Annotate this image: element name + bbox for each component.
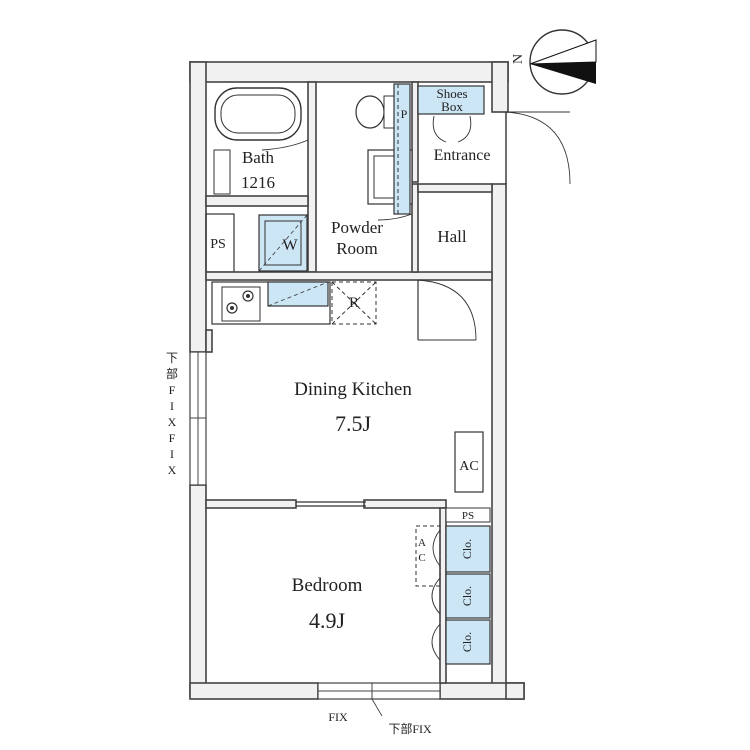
shoes-box: Shoes Box [417,85,485,115]
bottom-window [317,682,441,700]
left-window-label-char: 部 [166,366,178,381]
left-window-label-char: F [169,383,176,397]
ac-small-label-1: A [418,537,426,549]
left-window-label-char: 下 [166,351,178,365]
left-window-label-char: I [170,447,174,461]
stove-icon [221,286,261,322]
ac-small: A C [415,525,441,587]
powder-room-label-2: Room [336,239,378,258]
ps-top-label: PS [210,237,226,252]
powder-shelf [393,83,411,215]
bedroom-size: 4.9J [309,608,346,633]
refrigerator-label: R [349,295,359,311]
compass-north-label: N [511,54,526,64]
shoes-box-doors [432,115,472,143]
left-window [189,351,207,486]
hall-door[interactable] [417,279,477,341]
ac-small-label-2: C [418,552,425,564]
closet-2[interactable]: Clo. [431,573,491,619]
ps-small-label: PS [462,510,474,522]
closet-label: Clo. [460,539,474,559]
closet-label: Clo. [460,632,474,652]
left-window-label-char: I [170,399,174,413]
dining-kitchen-size: 7.5J [335,411,372,436]
powder-door [377,213,413,221]
dining-kitchen-label: Dining Kitchen [294,379,412,400]
closet-3[interactable]: Clo. [431,619,491,665]
bottom-fix-leader [371,698,383,717]
bath-size: 1216 [241,173,275,192]
bath-sink-counter [213,149,231,195]
washer-label: W [282,237,298,254]
bottom-fix-label: FIX [328,710,348,724]
entrance-door[interactable] [505,111,571,185]
closet-label: Clo. [460,586,474,606]
ac-label: AC [459,459,478,474]
closet-1[interactable]: Clo. [432,525,491,573]
bedroom-label: Bedroom [292,575,363,596]
left-window-label-char: F [169,431,176,445]
bottom-lower-fix-label: 下部FIX [388,721,432,736]
left-window-label-char: X [168,415,177,429]
shoes-box-label-1: Shoes [436,86,467,101]
powder-shelf-mark: P [401,107,408,121]
bath-label: Bath [242,148,275,167]
interior-walls [205,81,493,684]
powder-room-label-1: Powder [331,218,383,237]
refrigerator-space: R [331,281,377,325]
hall-label: Hall [437,227,467,246]
compass-icon: N [511,29,597,95]
air-conditioner: AC [454,431,484,493]
washer-space: W [258,214,308,272]
toilet [355,95,395,129]
entrance-label: Entrance [434,147,491,164]
outer-walls [189,61,525,700]
bathtub [214,87,302,141]
left-window-label-char: X [168,463,177,477]
shoes-box-label-2: Box [441,99,463,114]
bath-door [261,139,309,151]
ps-small-box: PS [445,507,491,523]
sliding-door[interactable] [296,501,366,507]
